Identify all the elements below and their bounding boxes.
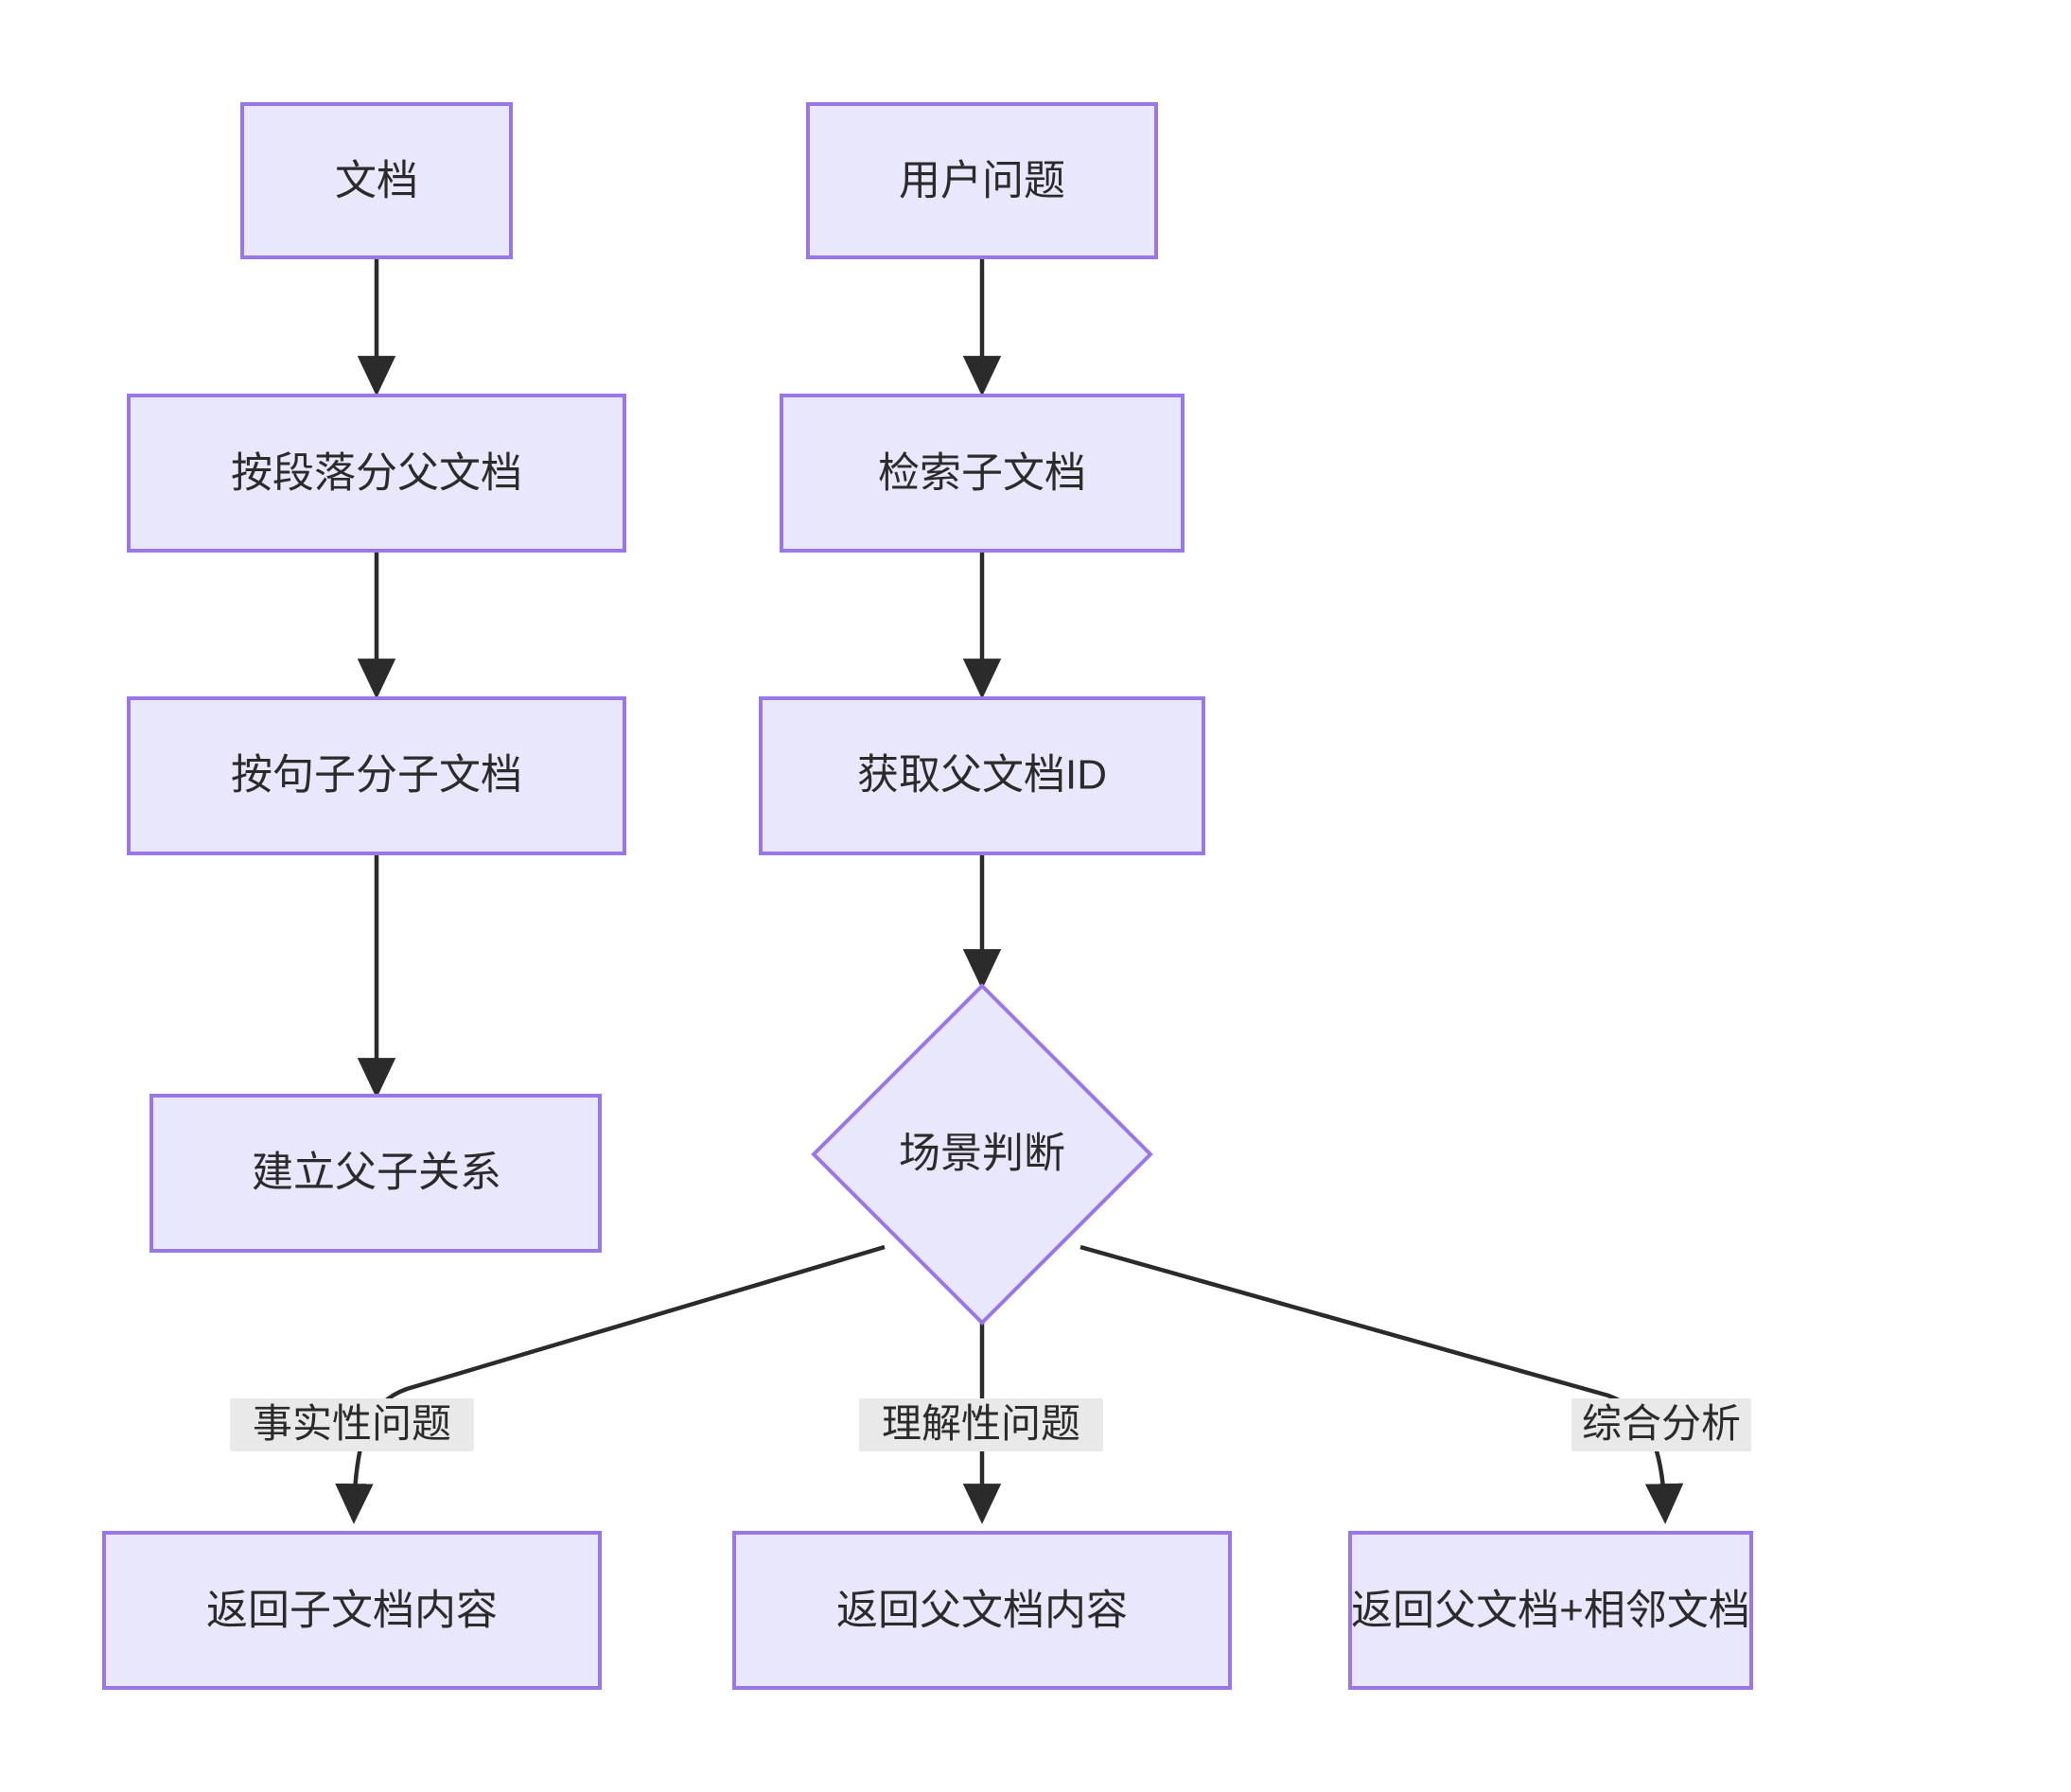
edge-label-branch-left-text: 事实性问题 (253, 1401, 451, 1446)
node-split-child-by-sentence[interactable]: 按句子分子文档 (127, 696, 626, 855)
node-get-parent-doc-id[interactable]: 获取父文档ID (759, 696, 1205, 855)
edge-decision-to-return-parent-neighbors (1079, 1244, 1684, 1524)
edge-label-branch-left: 事实性问题 (230, 1398, 474, 1451)
node-build-parent-child-relation[interactable]: 建立父子关系 (149, 1094, 602, 1253)
node-split-parent-by-paragraph-label: 按段落分父文档 (231, 450, 522, 497)
node-user-question[interactable]: 用户问题 (806, 102, 1158, 259)
node-get-parent-doc-id-label: 获取父文档ID (857, 752, 1107, 799)
edge-label-branch-middle-text: 理解性问题 (882, 1401, 1080, 1446)
edge-label-branch-right-text: 综合分析 (1582, 1401, 1741, 1446)
edge-label-branch-middle: 理解性问题 (859, 1398, 1103, 1451)
node-return-child-content[interactable]: 返回子文档内容 (102, 1531, 602, 1690)
node-build-parent-child-relation-label: 建立父子关系 (252, 1150, 501, 1196)
node-scenario-decision-label: 场景判断 (899, 1131, 1065, 1177)
node-split-parent-by-paragraph[interactable]: 按段落分父文档 (127, 394, 626, 553)
node-retrieve-child-doc[interactable]: 检索子文档 (780, 394, 1185, 553)
node-return-parent-plus-neighbors-label: 返回父文档+相邻文档 (1351, 1588, 1750, 1634)
node-split-child-by-sentence-label: 按句子分子文档 (231, 752, 522, 799)
node-document-label: 文档 (335, 158, 418, 204)
node-return-parent-content-label: 返回父文档内容 (836, 1588, 1128, 1634)
edge-label-branch-right: 综合分析 (1571, 1398, 1751, 1451)
node-scenario-decision[interactable]: 场景判断 (811, 983, 1153, 1326)
node-return-parent-content[interactable]: 返回父文档内容 (732, 1531, 1232, 1690)
node-user-question-label: 用户问题 (899, 158, 1065, 204)
node-return-parent-plus-neighbors[interactable]: 返回父文档+相邻文档 (1348, 1531, 1753, 1690)
node-return-child-content-label: 返回子文档内容 (206, 1588, 498, 1634)
node-retrieve-child-doc-label: 检索子文档 (878, 450, 1086, 497)
node-document[interactable]: 文档 (240, 102, 513, 259)
edge-decision-to-return-child (335, 1244, 886, 1524)
edge-label-group: 事实性问题 理解性问题 综合分析 (230, 1398, 1751, 1451)
